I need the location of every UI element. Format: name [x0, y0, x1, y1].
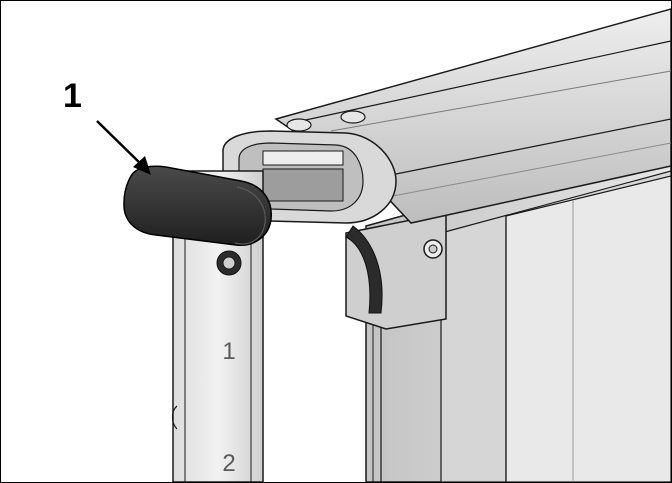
callout-arrow: [96, 120, 151, 175]
post-mark-1: 1: [222, 338, 235, 365]
left-post: [171, 170, 264, 482]
callout-number: 1: [63, 77, 82, 115]
hinge-bracket: [345, 212, 447, 330]
top-arm: [222, 8, 671, 224]
end-cap: [123, 165, 272, 246]
post-mark-2: 2: [222, 450, 235, 477]
